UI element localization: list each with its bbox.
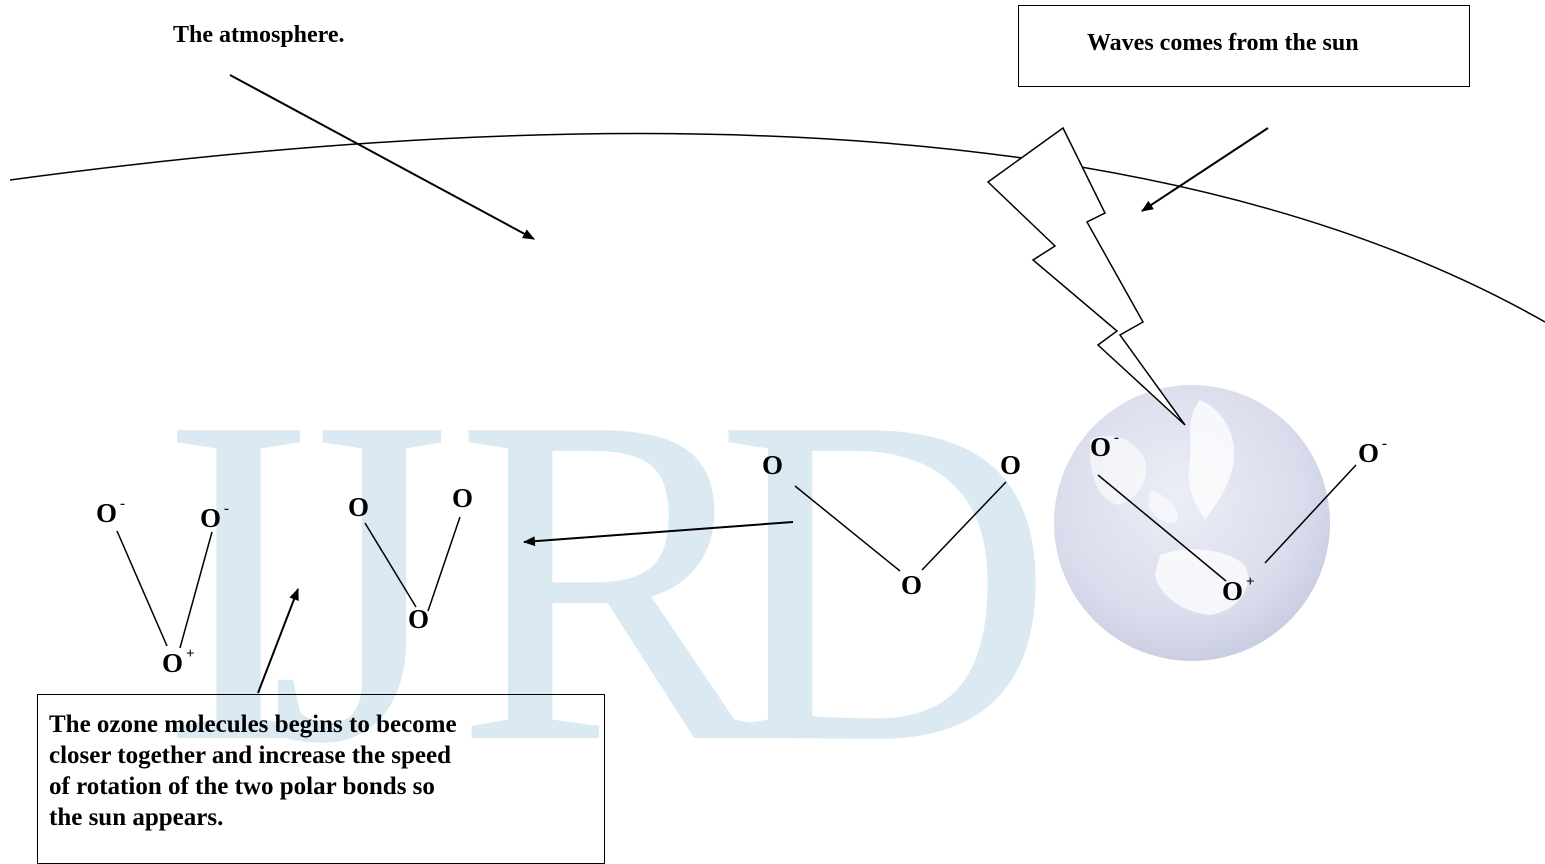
bond-left-2 [179, 531, 213, 649]
charge-label: - [1114, 430, 1120, 446]
right-ion-oxygen-2: O- [1358, 437, 1387, 468]
atom-symbol: O [162, 648, 184, 678]
charge-label: - [1382, 436, 1388, 452]
ozone-oxygen-center: O [901, 570, 923, 600]
bond-right-2 [1264, 464, 1357, 564]
atom-symbol: O [1358, 438, 1380, 468]
bond-compressed-2 [427, 516, 461, 612]
bond-ozone-1 [794, 485, 901, 572]
atmosphere-label: The atmosphere. [173, 22, 345, 48]
watermark-letter-j: J [268, 319, 451, 840]
ozone-oxygen-1: O [762, 450, 784, 480]
compressed-oxygen-center: O [408, 604, 430, 634]
ozone-oxygen-2: O [1000, 450, 1022, 480]
bond-right-1 [1097, 474, 1227, 582]
lightning-bolt-icon [986, 126, 1186, 426]
atom-symbol: O [96, 498, 118, 528]
right-ion-oxygen-center: O+ [1222, 575, 1255, 606]
bond-ozone-2 [921, 481, 1007, 571]
left-ion-oxygen-2: O- [200, 502, 229, 533]
transition-arrow [523, 521, 794, 547]
atom-symbol: O [1090, 432, 1112, 462]
charge-label: - [224, 501, 230, 517]
compressed-oxygen-2: O [452, 483, 474, 513]
right-ion-oxygen-1: O- [1090, 431, 1119, 462]
atmosphere-arrow [229, 74, 535, 240]
atom-symbol: O [200, 503, 222, 533]
charge-label: - [120, 496, 126, 512]
atom-symbol: O [1222, 576, 1244, 606]
atmosphere-arc [9, 132, 1545, 323]
left-ion-oxygen-1: O- [96, 497, 125, 528]
bond-left-1 [116, 530, 168, 647]
ozone-note-text: The ozone molecules begins to become clo… [49, 711, 457, 831]
charge-label: + [186, 646, 195, 662]
bond-compressed-1 [364, 522, 417, 608]
ozone-note-box: The ozone molecules begins to become clo… [37, 694, 605, 864]
compressed-oxygen-1: O [348, 492, 370, 522]
left-ion-oxygen-center: O+ [162, 647, 195, 678]
globe-icon [1054, 385, 1330, 661]
watermark-letter-i: I [160, 319, 317, 840]
sun-waves-arrow [1141, 127, 1269, 212]
watermark-letter-r: R [455, 319, 769, 840]
watermark-letter-d: D [715, 319, 1055, 840]
sun-waves-box: Waves comes from the sun [1018, 5, 1470, 87]
sun-waves-label: Waves comes from the sun [1087, 30, 1359, 56]
note-pointer-arrow [257, 588, 299, 694]
charge-label: + [1246, 574, 1255, 590]
